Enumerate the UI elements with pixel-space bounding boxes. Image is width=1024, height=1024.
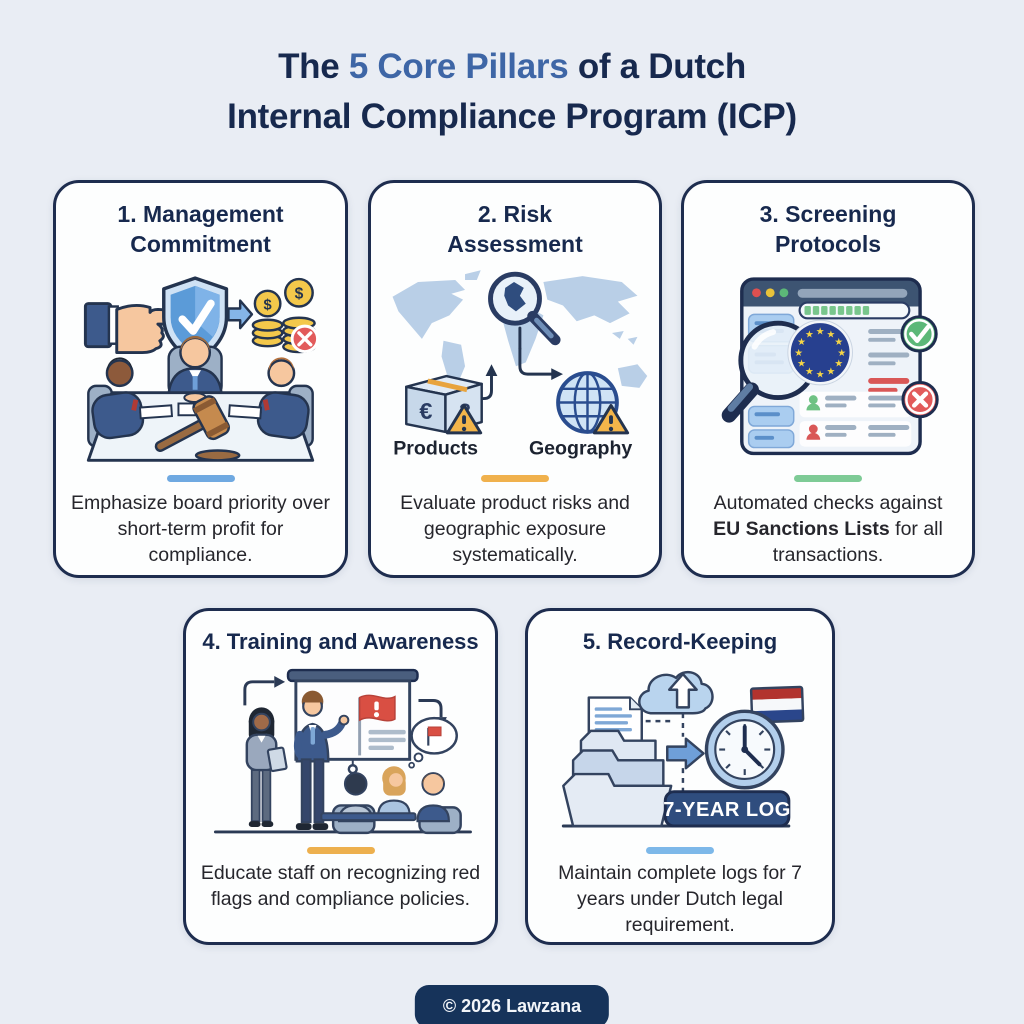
red-flag-icon bbox=[358, 694, 396, 722]
svg-text:★: ★ bbox=[794, 348, 803, 359]
arrow-head-up bbox=[485, 364, 498, 377]
svg-text:★: ★ bbox=[827, 367, 836, 378]
clock-icon bbox=[704, 709, 785, 790]
divider bbox=[646, 847, 714, 854]
netherlands-flag-icon bbox=[749, 685, 805, 724]
divider bbox=[166, 475, 235, 482]
management-commitment-illustration: $ $ bbox=[83, 276, 320, 462]
x-badge-icon bbox=[901, 380, 939, 419]
card-description: Evaluate product risks and geographic ex… bbox=[400, 492, 630, 566]
seven-year-log-badge: 7-YEAR LOG bbox=[663, 790, 791, 828]
svg-text:★: ★ bbox=[797, 359, 806, 370]
svg-text:★: ★ bbox=[834, 359, 843, 370]
eu-stars: ★★ ★★ ★★ ★★ ★★ ★★ bbox=[794, 326, 846, 380]
card-training-awareness: 4. Training and Awareness Educate staff … bbox=[183, 608, 498, 945]
divider bbox=[481, 475, 549, 482]
risk-assessment-illustration: € ? Products Geography bbox=[392, 270, 648, 459]
audience-illustration bbox=[320, 766, 462, 835]
magnifier-eu-flag-icon: ★★ ★★ ★★ ★★ ★★ ★★ bbox=[721, 319, 853, 423]
shield-check-icon bbox=[162, 276, 229, 365]
page-title: The 5 Core Pillars of a Dutch Internal C… bbox=[0, 42, 1024, 142]
cloud-upload-icon bbox=[638, 670, 714, 715]
svg-text:★: ★ bbox=[837, 348, 846, 359]
arrow-head bbox=[274, 675, 286, 688]
tablet-icon bbox=[266, 746, 288, 773]
svg-text:★: ★ bbox=[805, 367, 814, 378]
screening-protocols-illustration: ★★ ★★ ★★ ★★ ★★ ★★ bbox=[721, 277, 939, 456]
svg-text:€: € bbox=[419, 398, 432, 424]
svg-text:$: $ bbox=[295, 286, 304, 303]
svg-text:★: ★ bbox=[797, 337, 806, 348]
card-title: 5. Record-Keeping bbox=[582, 629, 778, 654]
gavel-icon bbox=[154, 395, 241, 462]
arrow-right-icon bbox=[666, 737, 705, 770]
card-risk-assessment: € ? Products Geography 2. Risk Assessmen… bbox=[368, 180, 662, 578]
thought-bubble-icon bbox=[408, 716, 458, 769]
svg-text:$: $ bbox=[264, 297, 272, 313]
flow-arrows bbox=[471, 326, 553, 401]
card-description: Automated checks against EU Sanctions Li… bbox=[713, 492, 943, 566]
check-badge-icon bbox=[900, 315, 938, 353]
board-meeting-illustration bbox=[86, 335, 315, 462]
magnifier-europe-icon bbox=[488, 271, 561, 346]
card-description: Educate staff on recognizing red flags a… bbox=[200, 862, 481, 910]
divider bbox=[794, 475, 862, 482]
title-line1: The 5 Core Pillars of a Dutch bbox=[278, 47, 746, 86]
arrow-left bbox=[243, 680, 275, 706]
svg-text:★: ★ bbox=[834, 337, 843, 348]
geography-label: Geography bbox=[529, 437, 632, 459]
warning-triangle-icon bbox=[592, 403, 630, 435]
presenter-illustration bbox=[293, 690, 350, 830]
card-title: 3. Screening Protocols bbox=[759, 201, 897, 258]
card-title: 2. Risk Assessment bbox=[447, 201, 583, 258]
svg-text:7-YEAR LOG: 7-YEAR LOG bbox=[663, 799, 791, 821]
title-accent: 5 Core Pillars bbox=[348, 47, 569, 86]
products-label: Products bbox=[393, 437, 478, 459]
person-row-clear bbox=[806, 395, 910, 411]
card-screening-protocols: ★★ ★★ ★★ ★★ ★★ ★★ 3. Screening Protocols… bbox=[681, 180, 975, 578]
title-line2: Internal Compliance Program (ICP) bbox=[227, 97, 797, 136]
card-title: 1. Management Commitment bbox=[117, 201, 284, 258]
svg-text:★: ★ bbox=[816, 326, 825, 337]
card-management-commitment: $ $ bbox=[53, 180, 348, 578]
red-flag-icon bbox=[427, 726, 442, 737]
x-badge-icon bbox=[290, 324, 320, 354]
arrow-head-right bbox=[551, 368, 563, 380]
record-keeping-illustration: 7-YEAR LOG bbox=[561, 670, 805, 828]
person-row-flagged bbox=[806, 424, 910, 440]
arrow-right-icon bbox=[227, 299, 254, 330]
training-awareness-illustration bbox=[213, 668, 472, 835]
card-record-keeping: 7-YEAR LOG 5. Record-Keeping Maintain co… bbox=[525, 608, 835, 945]
svg-text:★: ★ bbox=[827, 329, 836, 340]
trainer-with-tablet bbox=[245, 707, 288, 828]
divider bbox=[306, 847, 375, 854]
svg-text:★: ★ bbox=[816, 370, 825, 381]
arrow-right bbox=[418, 699, 443, 718]
svg-text:★: ★ bbox=[805, 329, 814, 340]
card-description: Emphasize board priority over short-term… bbox=[70, 492, 331, 566]
card-title: 4. Training and Awareness bbox=[202, 629, 479, 654]
card-description: Maintain complete logs for 7 years under… bbox=[558, 862, 802, 936]
folder-stack-icon bbox=[562, 729, 673, 828]
warning-triangle-icon bbox=[445, 403, 483, 435]
copyright-badge: © 2026 Lawzana bbox=[414, 985, 610, 1024]
